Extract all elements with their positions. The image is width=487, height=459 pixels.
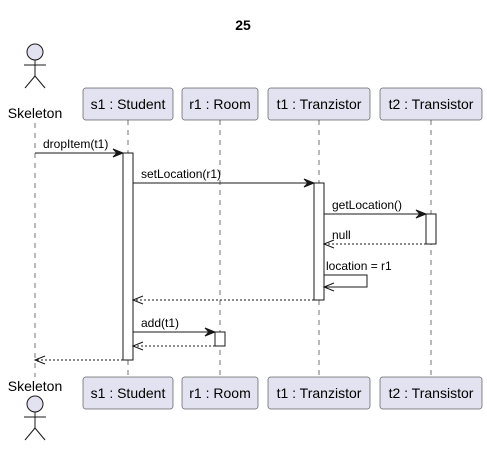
message-1: dropItem(t1)	[35, 137, 125, 158]
activation-bars	[122, 152, 437, 361]
participant-t1-bottom: t1 : Tranzistor	[267, 376, 371, 410]
actor-skeleton-top: Skeleton	[8, 43, 62, 121]
actor-label: Skeleton	[8, 105, 62, 121]
participant-label: s1 : Student	[91, 385, 166, 401]
lifelines	[34, 120, 432, 377]
message-2: setLocation(r1)	[133, 167, 316, 188]
actor-skeleton-bottom: Skeleton	[8, 378, 62, 441]
participant-label: t1 : Tranzistor	[277, 385, 362, 401]
message-7: add(t1)	[133, 316, 217, 337]
message-line	[324, 274, 368, 288]
participant-box	[379, 87, 483, 121]
message-arrowhead	[303, 178, 316, 188]
participant-r1-top: r1 : Room	[181, 87, 259, 121]
message-arrowhead	[131, 341, 144, 351]
actor-left-leg	[24, 427, 36, 441]
actor-left-leg	[24, 75, 36, 89]
message-8	[131, 341, 215, 351]
participant-t1-top: t1 : Tranzistor	[267, 87, 371, 121]
participant-box	[82, 87, 174, 121]
activation-t1	[313, 182, 325, 301]
actor-label: Skeleton	[8, 378, 62, 394]
message-label: getLocation()	[332, 198, 402, 212]
participant-box	[181, 87, 259, 121]
message-arrowhead	[322, 239, 335, 249]
message-label: setLocation(r1)	[141, 167, 221, 181]
actor-head	[26, 395, 44, 413]
participant-t2-top: t2 : Transistor	[379, 87, 483, 121]
message-arrowhead	[415, 209, 428, 219]
message-arrowhead	[131, 295, 144, 305]
message-6	[131, 295, 314, 305]
activation-t2	[425, 213, 437, 245]
actor-right-leg	[34, 75, 46, 89]
participant-label: s1 : Student	[91, 96, 166, 112]
message-3: getLocation()	[324, 198, 428, 219]
message-5: location = r1	[322, 259, 392, 292]
participant-label: t2 : Transistor	[389, 385, 474, 401]
message-arrowhead	[112, 148, 125, 158]
message-label: location = r1	[326, 259, 392, 273]
participant-box	[181, 376, 259, 410]
activation-r1	[214, 331, 226, 347]
participant-label: r1 : Room	[189, 385, 250, 401]
participant-box	[267, 87, 371, 121]
participant-r1-bottom: r1 : Room	[181, 376, 259, 410]
participant-label: t1 : Tranzistor	[277, 96, 362, 112]
activation-s1	[122, 152, 134, 361]
message-label: null	[332, 228, 351, 242]
participant-s1-top: s1 : Student	[82, 87, 174, 121]
participant-box	[379, 376, 483, 410]
message-arrowhead	[33, 355, 46, 365]
participant-label: r1 : Room	[189, 96, 250, 112]
diagram-title: 25	[235, 17, 251, 33]
participant-box	[267, 376, 371, 410]
actor-right-leg	[34, 427, 46, 441]
message-4: null	[322, 228, 426, 249]
participant-s1-bottom: s1 : Student	[82, 376, 174, 410]
participant-t2-bottom: t2 : Transistor	[379, 376, 483, 410]
message-arrowhead	[322, 282, 335, 292]
message-label: add(t1)	[141, 316, 179, 330]
message-9	[33, 355, 123, 365]
messages: dropItem(t1) setLocation(r1) getLocation()…	[33, 137, 428, 365]
message-arrowhead	[204, 327, 217, 337]
actor-head	[26, 43, 44, 61]
participant-box	[82, 376, 174, 410]
participant-label: t2 : Transistor	[389, 96, 474, 112]
message-label: dropItem(t1)	[43, 137, 108, 151]
